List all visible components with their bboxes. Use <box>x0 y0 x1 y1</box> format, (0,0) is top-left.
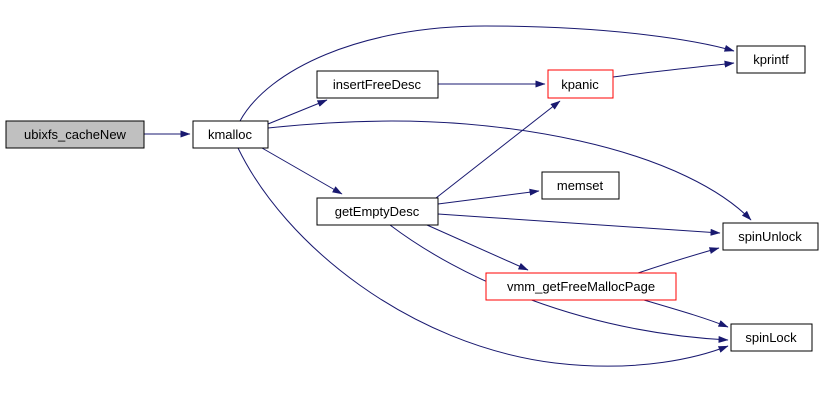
node-label: spinUnlock <box>738 229 802 244</box>
node-spinLock[interactable]: spinLock <box>730 323 813 352</box>
edge-kpanic-kprintf <box>612 60 735 78</box>
node-box <box>541 171 620 200</box>
node-box <box>730 323 813 352</box>
edge-vmm_getFreeMallocPage-spinLock <box>643 299 729 328</box>
node-box <box>547 69 614 99</box>
node-kmalloc[interactable]: kmalloc <box>192 120 269 149</box>
node-kpanic[interactable]: kpanic <box>547 69 614 99</box>
node-box <box>316 70 439 99</box>
node-label: kmalloc <box>208 127 253 142</box>
node-vmm_getFreeMallocPage[interactable]: vmm_getFreeMallocPage <box>485 272 677 301</box>
edge-kmalloc-insertFreeDesc <box>267 99 328 125</box>
node-label: memset <box>557 178 604 193</box>
node-label: getEmptyDesc <box>335 204 420 219</box>
edge-kmalloc-spinLock <box>237 147 729 367</box>
node-box <box>192 120 269 149</box>
node-ubixfs_cacheNew[interactable]: ubixfs_cacheNew <box>5 120 145 149</box>
edge-getEmptyDesc-kpanic <box>435 100 561 199</box>
nodes-layer: ubixfs_cacheNew kmalloc insertFreeDesc k… <box>5 45 819 352</box>
edge-getEmptyDesc-spinUnlock <box>437 213 721 236</box>
node-box <box>316 197 439 226</box>
node-kprintf[interactable]: kprintf <box>736 45 806 74</box>
edge-kmalloc-getEmptyDesc <box>261 147 343 195</box>
edge-kmalloc-spinUnlock <box>267 120 752 221</box>
node-box <box>485 272 677 301</box>
node-insertFreeDesc[interactable]: insertFreeDesc <box>316 70 439 99</box>
node-label: kprintf <box>753 52 789 67</box>
node-box <box>5 120 145 149</box>
node-box <box>736 45 806 74</box>
node-label: ubixfs_cacheNew <box>24 127 126 142</box>
edge-getEmptyDesc-memset <box>437 188 540 205</box>
node-label: insertFreeDesc <box>333 77 422 92</box>
node-label: kpanic <box>561 77 599 92</box>
node-box <box>722 222 819 251</box>
edge-kmalloc-kprintf <box>239 25 735 122</box>
node-spinUnlock[interactable]: spinUnlock <box>722 222 819 251</box>
node-label: spinLock <box>745 330 797 345</box>
node-getEmptyDesc[interactable]: getEmptyDesc <box>316 197 439 226</box>
edges-layer <box>144 25 752 367</box>
node-label: vmm_getFreeMallocPage <box>507 279 655 294</box>
edge-vmm_getFreeMallocPage-spinUnlock <box>637 247 720 274</box>
node-memset[interactable]: memset <box>541 171 620 200</box>
edge-getEmptyDesc-vmm_getFreeMallocPage <box>426 224 529 271</box>
